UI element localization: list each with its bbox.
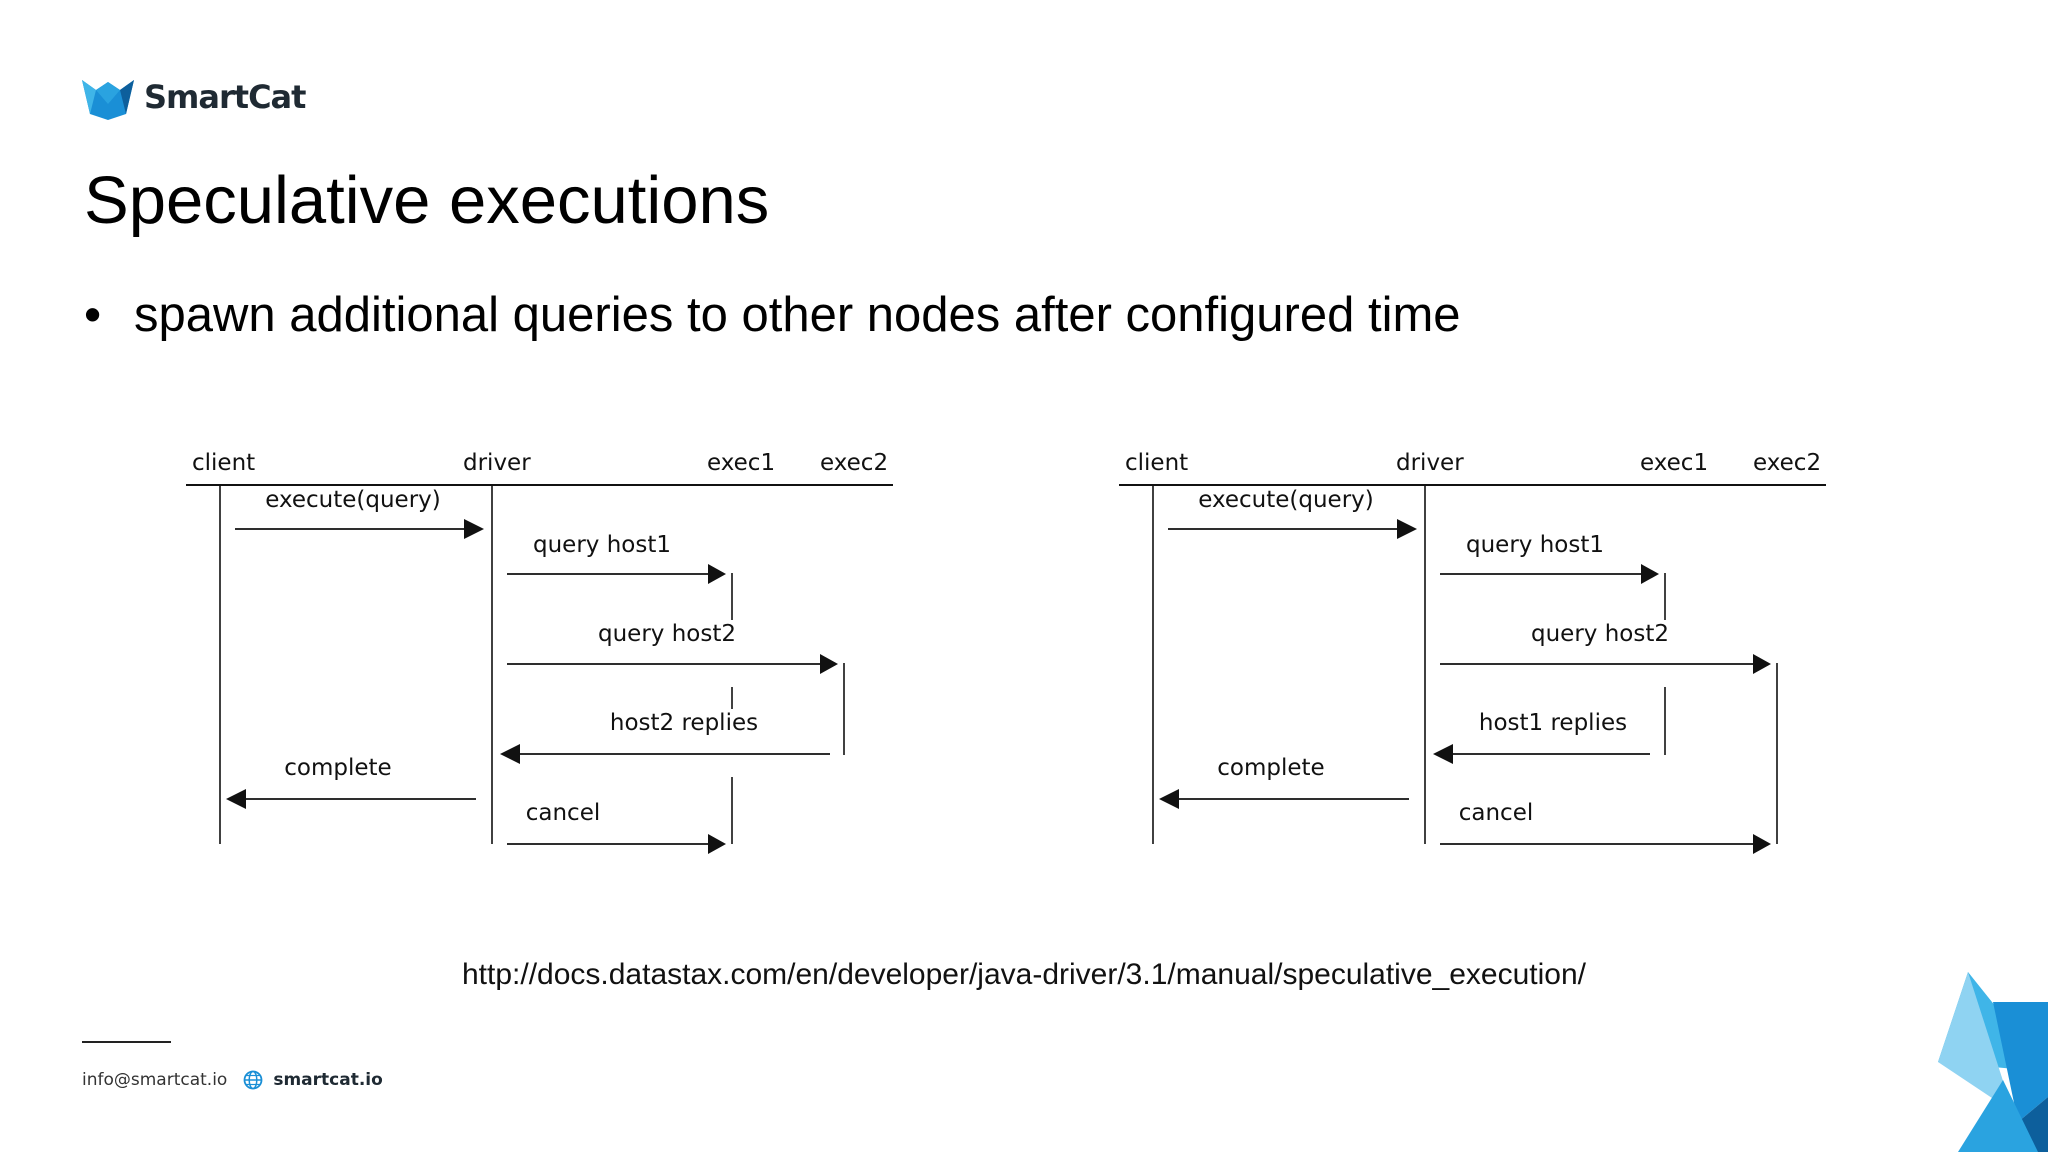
bullet-list: • spawn additional queries to other nodes… (84, 286, 1461, 345)
message-label: query host1 (533, 532, 671, 558)
arrowhead-icon (1753, 834, 1771, 854)
message-complete: complete (226, 755, 476, 809)
bullet-text: spawn additional queries to other nodes … (134, 288, 1461, 342)
lane-label-driver: driver (1396, 450, 1464, 476)
message-label: cancel (526, 800, 601, 826)
globe-icon (243, 1070, 263, 1090)
arrowhead-icon (1159, 789, 1179, 809)
arrowhead-icon (1397, 519, 1417, 539)
message-label: complete (1217, 755, 1324, 781)
arrowhead-icon (226, 789, 246, 809)
lifelines (1152, 485, 1778, 844)
arrowhead-icon (1753, 654, 1771, 674)
message-query-host2: query host2 (507, 621, 838, 674)
lifelines (219, 485, 845, 844)
sequence-diagram-2: client driver exec1 exec2 execute(query)… (1119, 450, 1826, 854)
lane-label-client: client (1125, 450, 1188, 476)
source-link[interactable]: http://docs.datastax.com/en/developer/ja… (462, 958, 1586, 991)
lane-label-exec2: exec2 (820, 450, 888, 476)
message-label: host2 replies (610, 710, 758, 736)
message-label: cancel (1459, 800, 1534, 826)
message-execute-query: execute(query) (235, 487, 484, 539)
arrowhead-icon (464, 519, 484, 539)
lane-label-exec2: exec2 (1753, 450, 1821, 476)
sequence-diagram-1: client driver exec1 exec2 execute(query)… (186, 450, 893, 854)
message-host1-replies: host1 replies (1433, 710, 1650, 764)
message-host2-replies: host2 replies (500, 710, 830, 764)
bullet-dot-icon: • (84, 288, 102, 342)
footer-website[interactable]: smartcat.io (273, 1070, 383, 1090)
message-execute-query: execute(query) (1168, 487, 1417, 539)
lane-label-driver: driver (463, 450, 531, 476)
message-label: query host2 (1531, 621, 1669, 647)
brand-name: SmartCat (144, 78, 306, 116)
arrowhead-icon (1433, 744, 1453, 764)
arrowhead-icon (820, 654, 838, 674)
smartcat-logo-icon (82, 80, 134, 120)
message-cancel: cancel (507, 800, 726, 854)
message-label: query host2 (598, 621, 736, 647)
arrowhead-icon (1641, 564, 1659, 584)
corner-decoration (1938, 972, 2048, 1152)
arrowhead-icon (708, 834, 726, 854)
message-label: host1 replies (1479, 710, 1627, 736)
message-label: execute(query) (1198, 487, 1374, 513)
message-label: query host1 (1466, 532, 1604, 558)
message-query-host2: query host2 (1440, 621, 1771, 674)
message-label: execute(query) (265, 487, 441, 513)
message-complete: complete (1159, 755, 1409, 809)
lane-headers: client driver exec1 exec2 (1125, 450, 1821, 476)
arrowhead-icon (708, 564, 726, 584)
bullet-item: • spawn additional queries to other nodes… (84, 286, 1461, 345)
footer-email[interactable]: info@smartcat.io (82, 1070, 228, 1090)
lane-label-exec1: exec1 (1640, 450, 1708, 476)
message-query-host1: query host1 (1440, 532, 1659, 584)
lane-headers: client driver exec1 exec2 (192, 450, 888, 476)
lane-label-exec1: exec1 (707, 450, 775, 476)
message-label: complete (284, 755, 391, 781)
arrowhead-icon (500, 744, 520, 764)
slide-title: Speculative executions (84, 163, 770, 238)
smartcat-logo: SmartCat (82, 74, 306, 120)
footer: info@smartcat.io smartcat.io (82, 1070, 383, 1090)
message-cancel: cancel (1440, 800, 1771, 854)
footer-divider (82, 1041, 171, 1043)
message-query-host1: query host1 (507, 532, 726, 584)
lane-label-client: client (192, 450, 255, 476)
